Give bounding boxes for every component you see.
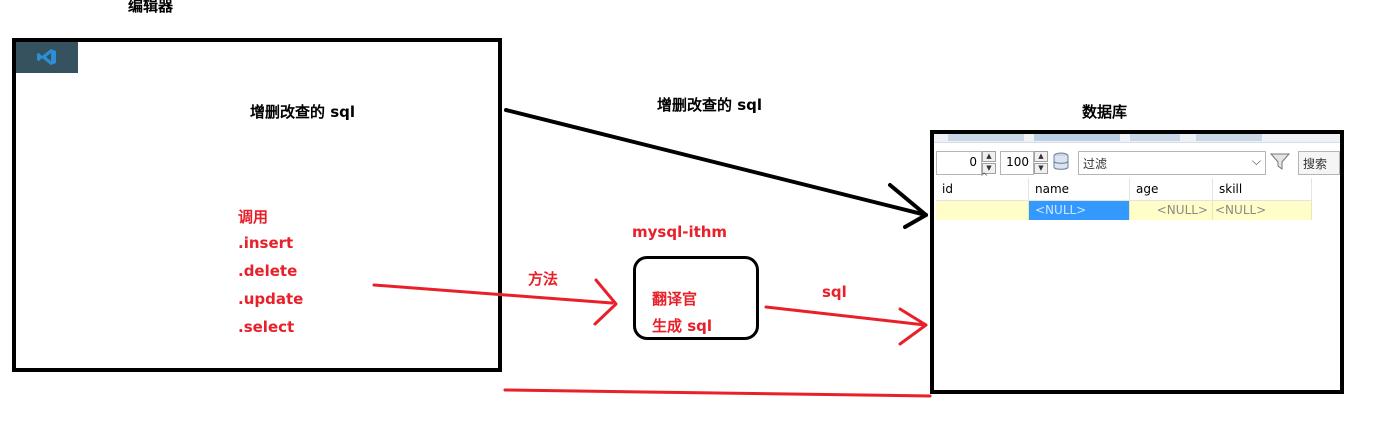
- table-cell-skill[interactable]: <NULL>: [1213, 201, 1312, 220]
- offset-input[interactable]: 0: [936, 151, 982, 175]
- editor-title: 编辑器: [128, 0, 174, 15]
- sql-arrow-label: sql: [822, 283, 847, 301]
- vscode-logo-icon: [16, 42, 78, 73]
- table-cell-id[interactable]: [936, 201, 1029, 220]
- sql-arrow: [764, 305, 928, 346]
- translator-line2: 生成 sql: [652, 317, 713, 335]
- stepper-down-icon[interactable]: ▼: [1034, 163, 1048, 174]
- translator-name: mysql-ithm: [632, 223, 728, 241]
- method-heading: 调用: [238, 208, 269, 226]
- editor-crud-text: 增删改查的 sql: [250, 103, 356, 121]
- method-select: .select: [238, 318, 295, 336]
- column-header-skill[interactable]: skill: [1213, 178, 1312, 201]
- translator-line1: 翻译官: [652, 290, 698, 308]
- table-cell-age[interactable]: <NULL>: [1130, 201, 1213, 220]
- database-icon[interactable]: [1052, 152, 1070, 172]
- stepper-down-icon[interactable]: ▼: [982, 163, 996, 174]
- filter-icon[interactable]: [1270, 153, 1290, 171]
- editor-box: [12, 38, 502, 372]
- stepper-up-icon[interactable]: ▲: [982, 151, 996, 162]
- column-header-id[interactable]: id: [936, 178, 1029, 201]
- table-cell-name[interactable]: <NULL>: [1029, 201, 1130, 220]
- stepper-up-icon[interactable]: ▲: [1034, 151, 1048, 162]
- search-button[interactable]: 搜索: [1298, 151, 1340, 175]
- database-window: 0 ▲ ▼ 100 ▲ ▼ 过滤 ⌵ 搜索 id ^ name age skil…: [930, 130, 1344, 394]
- filter-dropdown[interactable]: 过滤 ⌵: [1078, 151, 1266, 175]
- column-header-name[interactable]: name: [1029, 178, 1130, 201]
- db-toolbar: [934, 134, 1340, 143]
- offset-stepper[interactable]: ▲ ▼: [982, 151, 996, 174]
- database-title: 数据库: [1082, 103, 1128, 121]
- chevron-down-icon[interactable]: ⌵: [1251, 154, 1261, 168]
- limit-stepper[interactable]: ▲ ▼: [1034, 151, 1048, 174]
- method-delete: .delete: [238, 262, 298, 280]
- method-insert: .insert: [238, 234, 294, 252]
- limit-input[interactable]: 100: [1000, 151, 1034, 175]
- method-update: .update: [238, 290, 304, 308]
- method-arrow: [372, 278, 618, 326]
- column-header-age[interactable]: age: [1130, 178, 1213, 201]
- method-arrow-label: 方法: [528, 270, 559, 288]
- return-line: [503, 388, 932, 398]
- translator-box: [633, 256, 759, 340]
- crud-arrow: [504, 108, 928, 229]
- crud-arrow-label: 增删改查的 sql: [657, 96, 763, 114]
- sort-indicator-icon: ^: [980, 172, 989, 183]
